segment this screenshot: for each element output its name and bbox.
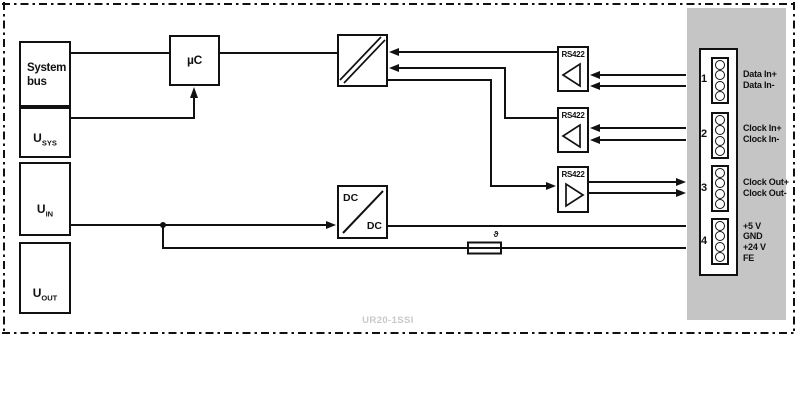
terminal-contact (714, 168, 726, 179)
terminal-contact (714, 231, 726, 242)
terminal-contact (714, 90, 726, 101)
terminal-number-4: 4 (700, 235, 708, 247)
terminal-contact (714, 251, 726, 262)
thermal-fuse-theta-symbol: ϑ (493, 229, 499, 239)
watermark-text: UR20-1SSI (362, 315, 414, 326)
system-bus-label: System bus (27, 62, 67, 88)
u-in-block: UIN (19, 162, 71, 236)
terminal-contact (714, 188, 726, 199)
terminal-number-3: 3 (700, 182, 708, 194)
terminal-group-1 (711, 57, 729, 104)
frame-right (792, 2, 796, 334)
microcontroller-block: µC (169, 35, 220, 86)
frame-bottom (2, 331, 795, 335)
terminal-contact (714, 135, 726, 146)
dcdc-label-bottom: DC (366, 220, 382, 232)
terminal-number-1: 1 (700, 73, 708, 85)
system-bus-block: System bus (19, 41, 71, 107)
terminal-contact (714, 241, 726, 252)
rs422-transmitter-label: RS422 (561, 170, 585, 179)
u-out-block: UOUT (19, 242, 71, 314)
terminal-group-3 (711, 165, 729, 212)
rs422-transmitter-block: RS422 (557, 166, 589, 213)
rs422-receiver-1-label: RS422 (561, 50, 585, 59)
u-sys-label: USYS (33, 131, 57, 148)
dcdc-converter-block: DC DC (337, 185, 388, 239)
rs422-receiver-2-block: RS422 (557, 107, 589, 153)
label-clock-in-minus: Clock In- (743, 134, 780, 144)
rs422-triangles (561, 62, 585, 208)
isolation-block (337, 34, 388, 87)
terminal-contact (714, 221, 726, 232)
label-clock-out-plus: Clock Out+ (743, 176, 789, 187)
terminal-number-2: 2 (700, 128, 708, 140)
label-fe: FE (743, 252, 755, 263)
label-gnd: GND (743, 231, 763, 241)
terminal-contact (714, 80, 726, 91)
label-data-in-minus: Data In- (743, 80, 775, 90)
terminal-contact (714, 60, 726, 71)
dcdc-diagonal (342, 190, 384, 234)
dcdc-label-top: DC (343, 192, 359, 204)
terminal-contact (714, 125, 726, 136)
label-data-in-plus: Data In+ (743, 68, 777, 79)
rs422-receiver-1-block: RS422 (557, 46, 589, 92)
terminal-contact (714, 145, 726, 156)
frame-top (2, 2, 795, 6)
terminal-contact (714, 198, 726, 209)
arrowheads (160, 48, 686, 229)
label-plus-5v: +5 V (743, 220, 761, 231)
junction-dot (160, 222, 166, 228)
label-plus-24v: +24 V (743, 241, 766, 252)
u-out-label: UOUT (32, 286, 58, 303)
receiver-triangle-icon (561, 62, 581, 88)
microcontroller-label: µC (187, 53, 202, 67)
rs422-receiver-2-label: RS422 (561, 111, 585, 120)
terminal-group-4 (711, 218, 729, 265)
terminal-group-2 (711, 112, 729, 159)
u-in-label: UIN (36, 202, 54, 219)
terminal-contact (714, 115, 726, 126)
isolation-diagonals (339, 36, 386, 84)
terminal-contact (714, 178, 726, 189)
terminal-contact (714, 70, 726, 81)
label-clock-out-minus: Clock Out- (743, 187, 787, 198)
transmitter-triangle-icon (565, 182, 585, 208)
u-sys-block: USYS (19, 107, 71, 158)
label-clock-in-plus: Clock In+ (743, 122, 782, 133)
fuse-symbol (467, 241, 502, 255)
frame-left (2, 2, 6, 334)
receiver-triangle-icon (561, 123, 581, 149)
